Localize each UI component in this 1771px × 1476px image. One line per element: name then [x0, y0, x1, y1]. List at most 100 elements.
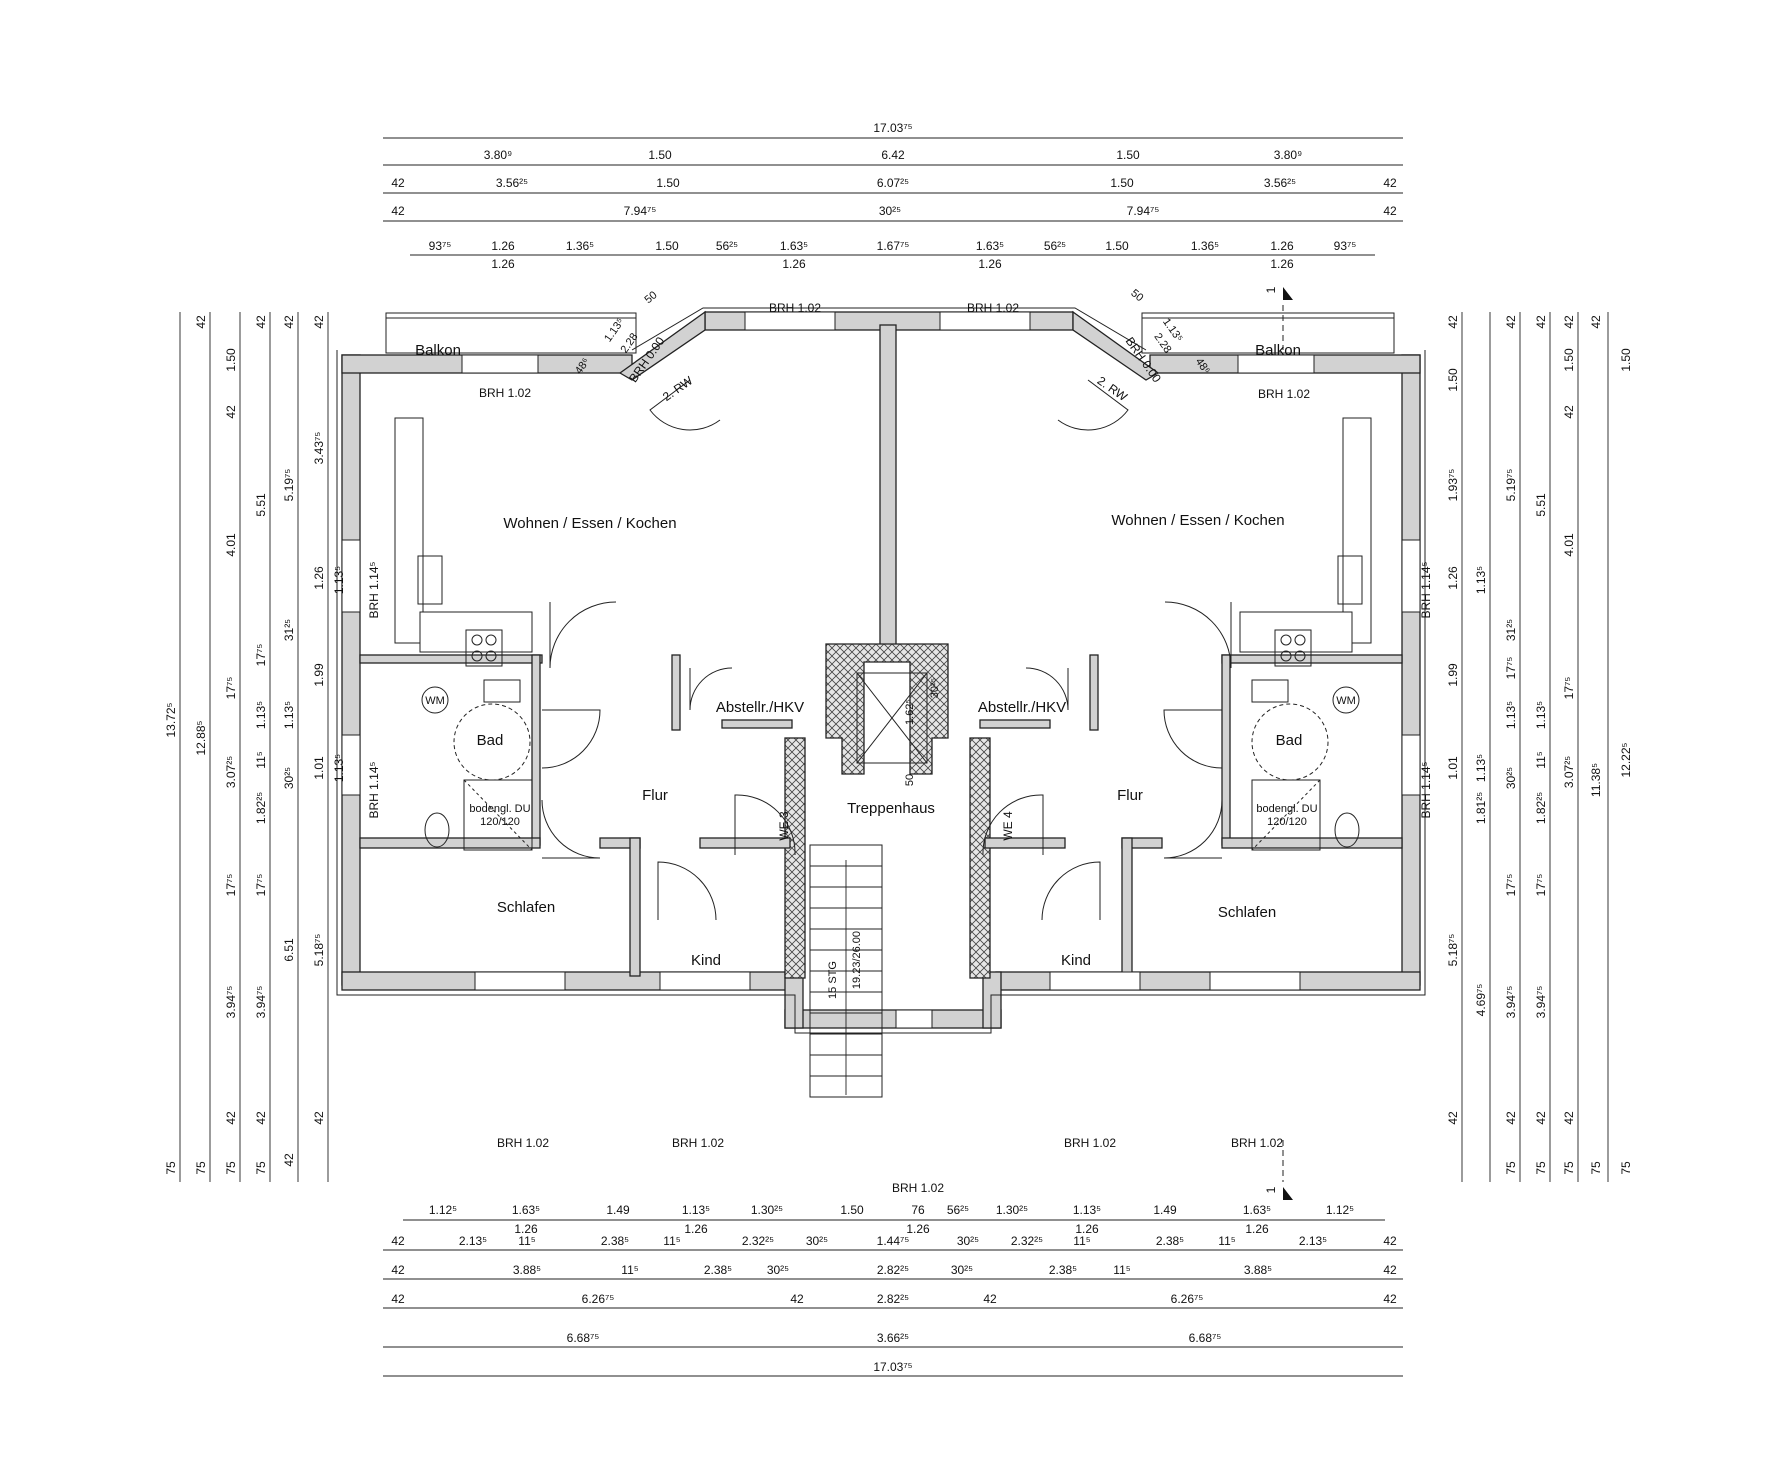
dim-left4-0: 42 — [254, 315, 268, 329]
dim-bot1-1: 1.63⁵ — [512, 1203, 540, 1217]
dim-bot1sub-1: 1.26 — [684, 1222, 708, 1236]
dim-left6-3: 1.99 — [312, 663, 326, 687]
room-abstell-right: Abstellr./HKV — [978, 699, 1066, 716]
brh-balkon-right: BRH 1.02 — [1258, 387, 1310, 401]
dim-top2-2: 6.42 — [881, 148, 905, 162]
balkon-dim-50-right: 50 — [1128, 287, 1145, 304]
shower-left-2: 120/120 — [480, 816, 520, 828]
dim-right5-7: 75 — [1562, 1161, 1576, 1175]
dim-right5-3: 4.01 — [1562, 533, 1576, 557]
room-flur-right: Flur — [1117, 787, 1143, 804]
dim-right5-2: 42 — [1562, 405, 1576, 419]
room-kind-left: Kind — [691, 952, 721, 969]
dim-bot3-7: 2.38⁵ — [1049, 1263, 1077, 1277]
stairs-count: 15 STG — [827, 961, 839, 999]
dim-bot5-2: 6.68⁷⁵ — [1189, 1331, 1222, 1345]
brh-balkon-left: BRH 1.02 — [479, 386, 531, 400]
dim-top3-6: 42 — [1383, 176, 1397, 190]
dim-top3-2: 1.50 — [656, 176, 680, 190]
dim-top3-1: 3.56²⁵ — [496, 176, 528, 190]
dim-bot2-11: 2.38⁵ — [1156, 1234, 1184, 1248]
dim-right3-0: 42 — [1504, 315, 1518, 329]
dim-left5-5: 6.51 — [282, 938, 296, 962]
dim-left6-2: 1.26 — [312, 566, 326, 590]
room-abstell-left: Abstellr./HKV — [716, 699, 804, 716]
dim-top4-1: 7.94⁷⁵ — [624, 204, 657, 218]
dim-bot1-10: 1.49 — [1153, 1203, 1177, 1217]
dim-top5-2: 1.36⁵ — [566, 239, 594, 253]
room-flur-left: Flur — [642, 787, 668, 804]
dim-bot3-1: 3.88⁵ — [513, 1263, 541, 1277]
dim-left4-9: 75 — [254, 1161, 268, 1175]
shaft-dim-50: 50 — [904, 774, 916, 786]
dim-right2-3: 4.69⁷⁵ — [1474, 984, 1488, 1017]
dim-left5-2: 31²⁵ — [282, 619, 296, 641]
dim-right5-5: 3.07²⁵ — [1562, 756, 1576, 788]
dim-left2-1: 12.88⁵ — [194, 720, 208, 755]
dim-bot1-5: 1.50 — [840, 1203, 864, 1217]
dim-bot2-3: 2.38⁵ — [601, 1234, 629, 1248]
brh-bottom-4: BRH 1.02 — [1231, 1136, 1283, 1150]
dim-right4-7: 42 — [1534, 1111, 1548, 1125]
dim-top4-0: 42 — [391, 204, 405, 218]
brh-right-2: BRH 1.14⁵ — [1419, 761, 1433, 818]
dim-bot1-0: 1.12⁵ — [429, 1203, 457, 1217]
dim-right7-1: 12.22⁵ — [1619, 742, 1633, 777]
dimension-lines — [179, 137, 1609, 1377]
room-treppenhaus: Treppenhaus — [847, 800, 935, 817]
dim-top3-0: 42 — [391, 176, 405, 190]
brh-left-1: BRH 1.14⁵ — [367, 561, 381, 618]
dims-left: 13.72⁵ 75 42 12.88⁵ 75 1.50 42 4.01 17⁷⁵… — [164, 315, 346, 1175]
dim-right1-7: 42 — [1446, 1111, 1460, 1125]
dim-bot1-7: 56²⁵ — [947, 1203, 969, 1217]
brh-top-center-right: BRH 1.02 — [967, 301, 1019, 315]
dim-top5sub-2: 1.26 — [978, 257, 1002, 271]
dim-right2-0: 1.13⁵ — [1474, 566, 1488, 594]
room-balkon-left: Balkon — [415, 342, 461, 359]
dim-bot2-14: 42 — [1383, 1234, 1397, 1248]
brh-bottom-center: BRH 1.02 — [892, 1181, 944, 1195]
dim-right5-6: 42 — [1562, 1111, 1576, 1125]
dim-bot1-3: 1.13⁵ — [682, 1203, 710, 1217]
room-wohnen-right: Wohnen / Essen / Kochen — [1111, 512, 1284, 529]
dim-bot5-1: 3.66²⁵ — [877, 1331, 909, 1345]
dim-right4-2: 1.13⁵ — [1534, 701, 1548, 729]
dim-top2-1: 1.50 — [648, 148, 672, 162]
dim-right5-0: 42 — [1562, 315, 1576, 329]
dim-left3-1: 42 — [224, 405, 238, 419]
dim-left5-4: 30²⁵ — [282, 767, 296, 789]
dim-right6-1: 11.38⁵ — [1589, 763, 1603, 797]
dim-right3-8: 42 — [1504, 1111, 1518, 1125]
dim-top4-3: 7.94⁷⁵ — [1127, 204, 1160, 218]
dim-bot3-4: 30²⁵ — [767, 1263, 789, 1277]
dim-top4-2: 30²⁵ — [879, 204, 901, 218]
dim-top5-4: 56²⁵ — [716, 239, 738, 253]
dim-left4-8: 42 — [254, 1111, 268, 1125]
dim-right6-0: 42 — [1589, 315, 1603, 329]
dim-left6-5: 5.18⁷⁵ — [312, 934, 326, 967]
windows — [341, 311, 1421, 1029]
dim-right3-4: 1.13⁵ — [1504, 701, 1518, 729]
brh-left-2: BRH 1.14⁵ — [367, 761, 381, 818]
dim-left3-5: 17⁷⁵ — [224, 874, 238, 897]
dim-right3-2: 31²⁵ — [1504, 619, 1518, 641]
dim-bot4-2: 42 — [790, 1292, 804, 1306]
dim-right1-0: 42 — [1446, 315, 1460, 329]
dim-right4-5: 17⁷⁵ — [1534, 874, 1548, 897]
dim-right6-2: 75 — [1589, 1161, 1603, 1175]
dim-right3-9: 75 — [1504, 1161, 1518, 1175]
dim-bot2-8: 30²⁵ — [957, 1234, 979, 1248]
dim-top5-6: 1.67⁷⁵ — [877, 239, 910, 253]
dim-right1-2: 1.93⁷⁵ — [1446, 469, 1460, 502]
dim-bot2-7: 1.44⁷⁵ — [877, 1234, 910, 1248]
dim-top3-5: 3.56²⁵ — [1264, 176, 1296, 190]
dim-top5-3: 1.50 — [655, 239, 679, 253]
dim-right3-3: 17⁷⁵ — [1504, 657, 1518, 680]
dim-bot1-2: 1.49 — [606, 1203, 630, 1217]
dim-bot4-0: 42 — [391, 1292, 405, 1306]
shower-left-1: bodengl. DU — [469, 803, 530, 815]
annotations: BRH 1.02 BRH 1.02 BRH 1.02 BRH 1.02 BRH … — [367, 286, 1433, 1195]
interior-walls — [359, 417, 1403, 977]
dim-bot1-8: 1.30²⁵ — [996, 1203, 1028, 1217]
dim-right4-1: 5.51 — [1534, 493, 1548, 517]
